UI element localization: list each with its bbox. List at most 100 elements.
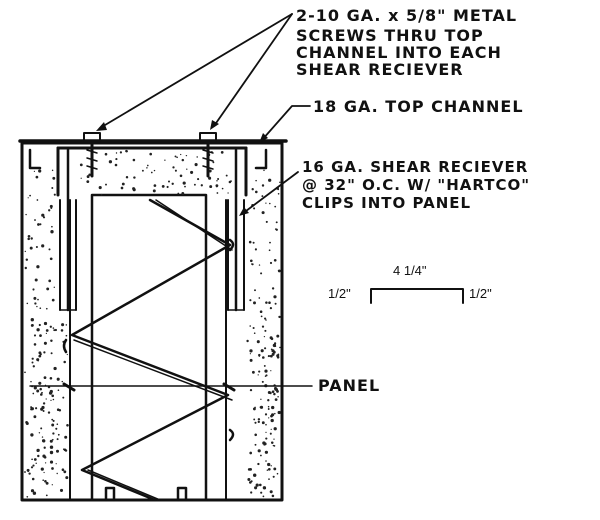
speckle-dot — [65, 334, 68, 337]
speckle-dot — [57, 433, 60, 436]
shear-receiver-right — [227, 148, 245, 312]
speckle-dot — [251, 263, 254, 266]
speckle-dot — [45, 398, 47, 400]
shear-receiver-note-line-3: CLIPS INTO PANEL — [302, 194, 471, 212]
speckle-dot — [41, 436, 44, 438]
speckle-dot — [269, 202, 271, 205]
speckle-dot — [221, 187, 224, 190]
speckle-dot — [64, 435, 68, 439]
speckle-dot — [261, 211, 265, 215]
speckle-dot — [274, 386, 277, 390]
speckle-dot — [52, 176, 56, 180]
speckle-dot — [51, 225, 53, 228]
speckle-dot — [273, 258, 277, 262]
screw-right — [199, 132, 217, 178]
speckle-dot — [269, 306, 273, 310]
speckle-dot — [24, 371, 26, 374]
speckle-dot — [267, 391, 271, 394]
speckle-dot — [261, 421, 265, 425]
speckle-dot — [250, 491, 253, 494]
speckle-dot — [61, 380, 64, 383]
speckle-dot — [267, 399, 270, 402]
speckle-dot — [41, 439, 46, 443]
speckle-dot — [146, 164, 149, 167]
speckle-dot — [264, 317, 267, 320]
speckle-dot — [272, 475, 275, 478]
speckle-dot — [271, 413, 275, 417]
speckle-dot — [36, 389, 40, 393]
speckle-dot — [35, 407, 38, 410]
speckle-dot — [248, 240, 252, 244]
speckle-dot — [45, 481, 49, 485]
speckle-dot — [152, 189, 156, 193]
speckle-dot — [261, 195, 264, 198]
speckle-dot — [184, 185, 186, 188]
speckle-dot — [40, 427, 43, 430]
speckle-dot — [100, 193, 103, 196]
speckle-dot — [276, 334, 280, 338]
speckle-dot — [30, 237, 33, 240]
speckle-dot — [61, 323, 65, 327]
speckle-dot — [30, 489, 35, 493]
speckle-dot — [28, 472, 31, 475]
speckle-dot — [246, 339, 249, 343]
speckle-dot — [269, 241, 271, 244]
speckle-dot — [171, 182, 174, 185]
speckle-dot — [86, 175, 90, 179]
speckle-dot — [24, 266, 27, 270]
speckle-dot — [249, 451, 253, 455]
speckle-dot — [181, 158, 185, 162]
speckle-dot — [265, 437, 268, 440]
speckle-dot — [267, 405, 270, 408]
speckle-dot — [276, 390, 279, 393]
speckle-dot — [49, 204, 53, 208]
speckle-dot — [59, 488, 64, 492]
wall-section — [20, 141, 284, 502]
speckle-dot — [42, 479, 45, 482]
speckle-dot — [166, 185, 169, 189]
speckle-dot — [251, 188, 254, 191]
speckle-dot — [274, 398, 278, 401]
speckle-dot — [42, 402, 46, 405]
speckle-dot — [88, 173, 91, 176]
speckle-dot — [179, 174, 183, 178]
speckle-dot — [262, 495, 265, 498]
speckle-dot — [43, 341, 47, 345]
panel-truss — [62, 198, 236, 502]
speckle-dot — [33, 386, 37, 390]
speckle-dot — [253, 301, 256, 305]
speckle-dot — [48, 279, 52, 283]
speckle-dot — [37, 223, 40, 226]
speckle-dot — [264, 369, 268, 373]
speckle-dot — [268, 178, 272, 182]
speckle-dot — [260, 349, 264, 353]
speckle-dot — [225, 174, 228, 177]
speckle-dot — [265, 319, 267, 321]
speckle-dot — [257, 374, 259, 376]
speckle-dot — [30, 433, 34, 437]
speckle-dot — [277, 193, 280, 195]
speckle-dot — [41, 244, 45, 248]
top-channel-label: 18 GA. TOP CHANNEL — [313, 97, 524, 116]
speckle-dot — [263, 364, 266, 367]
speckle-dot — [56, 377, 60, 381]
speckle-dot — [146, 167, 148, 169]
speckle-dot — [38, 169, 42, 173]
dimension-left-flange: 1/2" — [328, 286, 351, 301]
speckle-dot — [26, 468, 30, 472]
speckle-dot — [249, 325, 251, 327]
speckle-dot — [115, 152, 118, 154]
speckle-dot — [255, 179, 257, 182]
speckle-dot — [52, 432, 55, 435]
speckle-dot — [30, 318, 34, 322]
speckle-dot — [247, 468, 251, 471]
speckle-dot — [125, 176, 129, 179]
speckle-dot — [32, 392, 35, 395]
speckle-dot — [267, 467, 271, 471]
speckle-dot — [33, 170, 36, 173]
speckle-dot — [40, 393, 43, 396]
speckle-dot — [31, 361, 34, 364]
speckle-dot — [267, 462, 271, 467]
speckle-dot — [249, 388, 253, 392]
speckle-dot — [63, 360, 66, 364]
